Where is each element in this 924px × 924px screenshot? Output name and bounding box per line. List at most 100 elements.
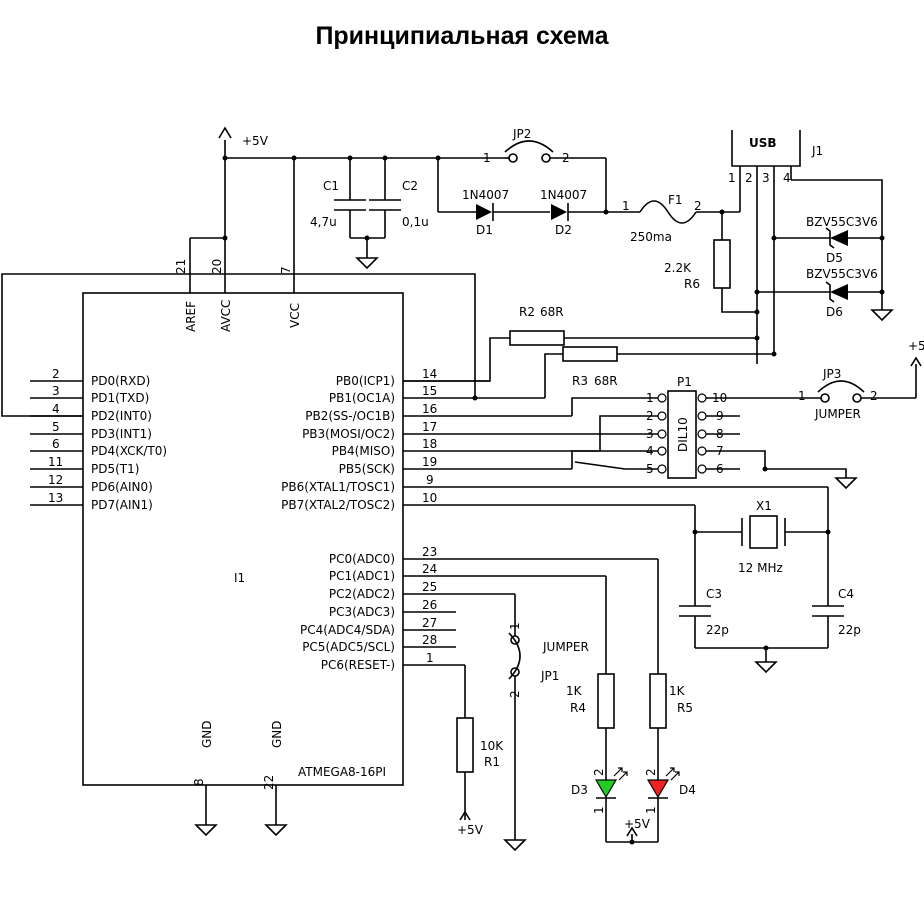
led-vcc: +5V: [624, 817, 651, 831]
pin-num-16: 16: [422, 402, 437, 416]
mcu-atmega8: I1 ATMEGA8-16PI 21 20 7 AREF AVCC VCC GN…: [82, 158, 404, 837]
pin-num-1: 1: [426, 651, 434, 665]
jp2-ref: JP2: [512, 127, 531, 141]
pin-num-26: 26: [422, 598, 437, 612]
d3-pin-k: 1: [592, 806, 606, 814]
d1-ref: D1: [476, 223, 493, 237]
pin-num-22: 22: [262, 775, 276, 790]
pin-num-2: 2: [52, 367, 60, 381]
pin-name-pb5: PB5(SCK): [339, 462, 395, 476]
d2-value: 1N4007: [540, 188, 587, 202]
led-common-supply: +5V: [606, 817, 658, 845]
resistor-r5: 1K R5: [649, 559, 693, 780]
led-d4-body: [646, 779, 670, 799]
pin-name-pb6: PB6(XTAL1/TOSC1): [281, 480, 395, 494]
usb-pin2: 2: [745, 171, 753, 185]
c3-value: 22p: [706, 623, 729, 637]
jp1-pin2: 2: [508, 690, 522, 698]
c4-value: 22p: [838, 623, 861, 637]
pin-num-20: 20: [210, 259, 224, 274]
pin-num-24: 24: [422, 562, 437, 576]
pin-num-7: 7: [279, 266, 293, 274]
r2-ref: R2: [519, 305, 535, 319]
pin-num-4: 4: [52, 402, 60, 416]
usb-connector-j1: USB J1 1 2 3 4: [728, 130, 894, 364]
r5-ref: R5: [677, 701, 693, 715]
led-d3-body: [594, 779, 618, 799]
d3-pin-a: 2: [592, 768, 606, 776]
pin-num-11: 11: [48, 455, 63, 469]
resistor-r6: 2.2K R6: [664, 209, 760, 315]
jumper-jp2: JP2 1 2: [483, 127, 607, 212]
pin-num-3: 3: [52, 384, 60, 398]
pin-num-23: 23: [422, 545, 437, 559]
r3-value: 68R: [594, 374, 618, 388]
pin-num-14: 14: [422, 367, 437, 381]
d2-ref: D2: [555, 223, 572, 237]
c2-value: 0,1u: [402, 215, 429, 229]
pin-name-aref: AREF: [184, 301, 198, 332]
capacitor-c1: C1 4,7u: [310, 158, 366, 238]
usb-ref: J1: [811, 144, 823, 158]
pin-name-pc4: PC4(ADC4/SDA): [300, 623, 395, 637]
pin-name-pb7: PB7(XTAL2/TOSC2): [281, 498, 395, 512]
pin-num-19: 19: [422, 455, 437, 469]
pin-name-pc6: PC6(RESET-): [321, 658, 395, 672]
pin-name-pb2: PB2(SS-/OC1B): [305, 409, 395, 423]
pin-name-pd1: PD1(TXD): [91, 391, 149, 405]
jp3-pin2: 2: [870, 389, 878, 403]
r2-value: 68R: [540, 305, 564, 319]
mcu-body: [82, 292, 404, 786]
pin-name-gnd-8: GND: [200, 720, 214, 748]
resistor-r4: 1K R4: [566, 576, 615, 780]
usb-pin1: 1: [728, 171, 736, 185]
pin-name-pd7: PD7(AIN1): [91, 498, 153, 512]
p1-ref: P1: [677, 375, 692, 389]
jumper-jp1: 1 2 JUMPER JP1: [503, 594, 589, 852]
zener-d5: BZV55C3V6 D5: [771, 215, 885, 265]
zener-d6: BZV55C3V6 D6: [754, 267, 885, 319]
pin-name-pc1: PC1(ADC1): [329, 569, 395, 583]
pin-num-25: 25: [422, 580, 437, 594]
jp3-vcc: +5V: [908, 339, 924, 353]
pin-name-pd2: PD2(INT0): [91, 409, 152, 423]
pin-name-pc3: PC3(ADC3): [329, 605, 395, 619]
fuse-pin2: 2: [694, 199, 702, 213]
usb-pin4: 4: [783, 171, 791, 185]
pin-num-28: 28: [422, 633, 437, 647]
capacitor-c2: C2 0,1u: [369, 158, 429, 238]
pin-name-vcc: VCC: [288, 303, 302, 328]
led-d3: 2 1 D3: [571, 767, 628, 842]
r1-vcc: +5V: [457, 823, 484, 837]
fuse-value: 250ma: [630, 230, 672, 244]
resistor-r2: R2 68R: [403, 305, 760, 382]
pin-name-pd0: PD0(RXD): [91, 374, 150, 388]
pin-name-pc2: PC2(ADC2): [329, 587, 395, 601]
crystal-ground: [695, 645, 828, 674]
x1-value: 12 MHz: [738, 561, 783, 575]
pin-num-9: 9: [426, 473, 434, 487]
diode-d1: 1N4007 D1: [437, 158, 550, 237]
resistor-r1: +5V 10K R1: [456, 665, 504, 837]
diode-d2: 1N4007 D2: [540, 188, 640, 237]
pin-num-6: 6: [52, 437, 60, 451]
pin-name-pb0: PB0(ICP1): [336, 374, 395, 388]
r4-ref: R4: [570, 701, 586, 715]
pin-num-27: 27: [422, 616, 437, 630]
jumper-jp3: +5V JP3 1 2 JUMPER: [790, 339, 924, 421]
connector-p1: DIL10 P1 1 2 3 4 5 10 9 8 7 6: [571, 375, 858, 490]
jp2-pin2: 2: [562, 151, 570, 165]
r1-value: 10K: [480, 739, 504, 753]
d3-ref: D3: [571, 783, 588, 797]
vcc-label: +5V: [242, 134, 269, 148]
pin-num-5: 5: [52, 420, 60, 434]
pin-num-13: 13: [48, 491, 63, 505]
fuse-pin1: 1: [622, 199, 630, 213]
mcu-part: ATMEGA8-16PI: [298, 765, 386, 779]
power-rail: +5V: [1, 126, 505, 417]
r6-value: 2.2K: [664, 261, 692, 275]
usb-label: USB: [749, 136, 777, 150]
pin-name-gnd-22: GND: [270, 720, 284, 748]
c4-ref: C4: [838, 587, 854, 601]
